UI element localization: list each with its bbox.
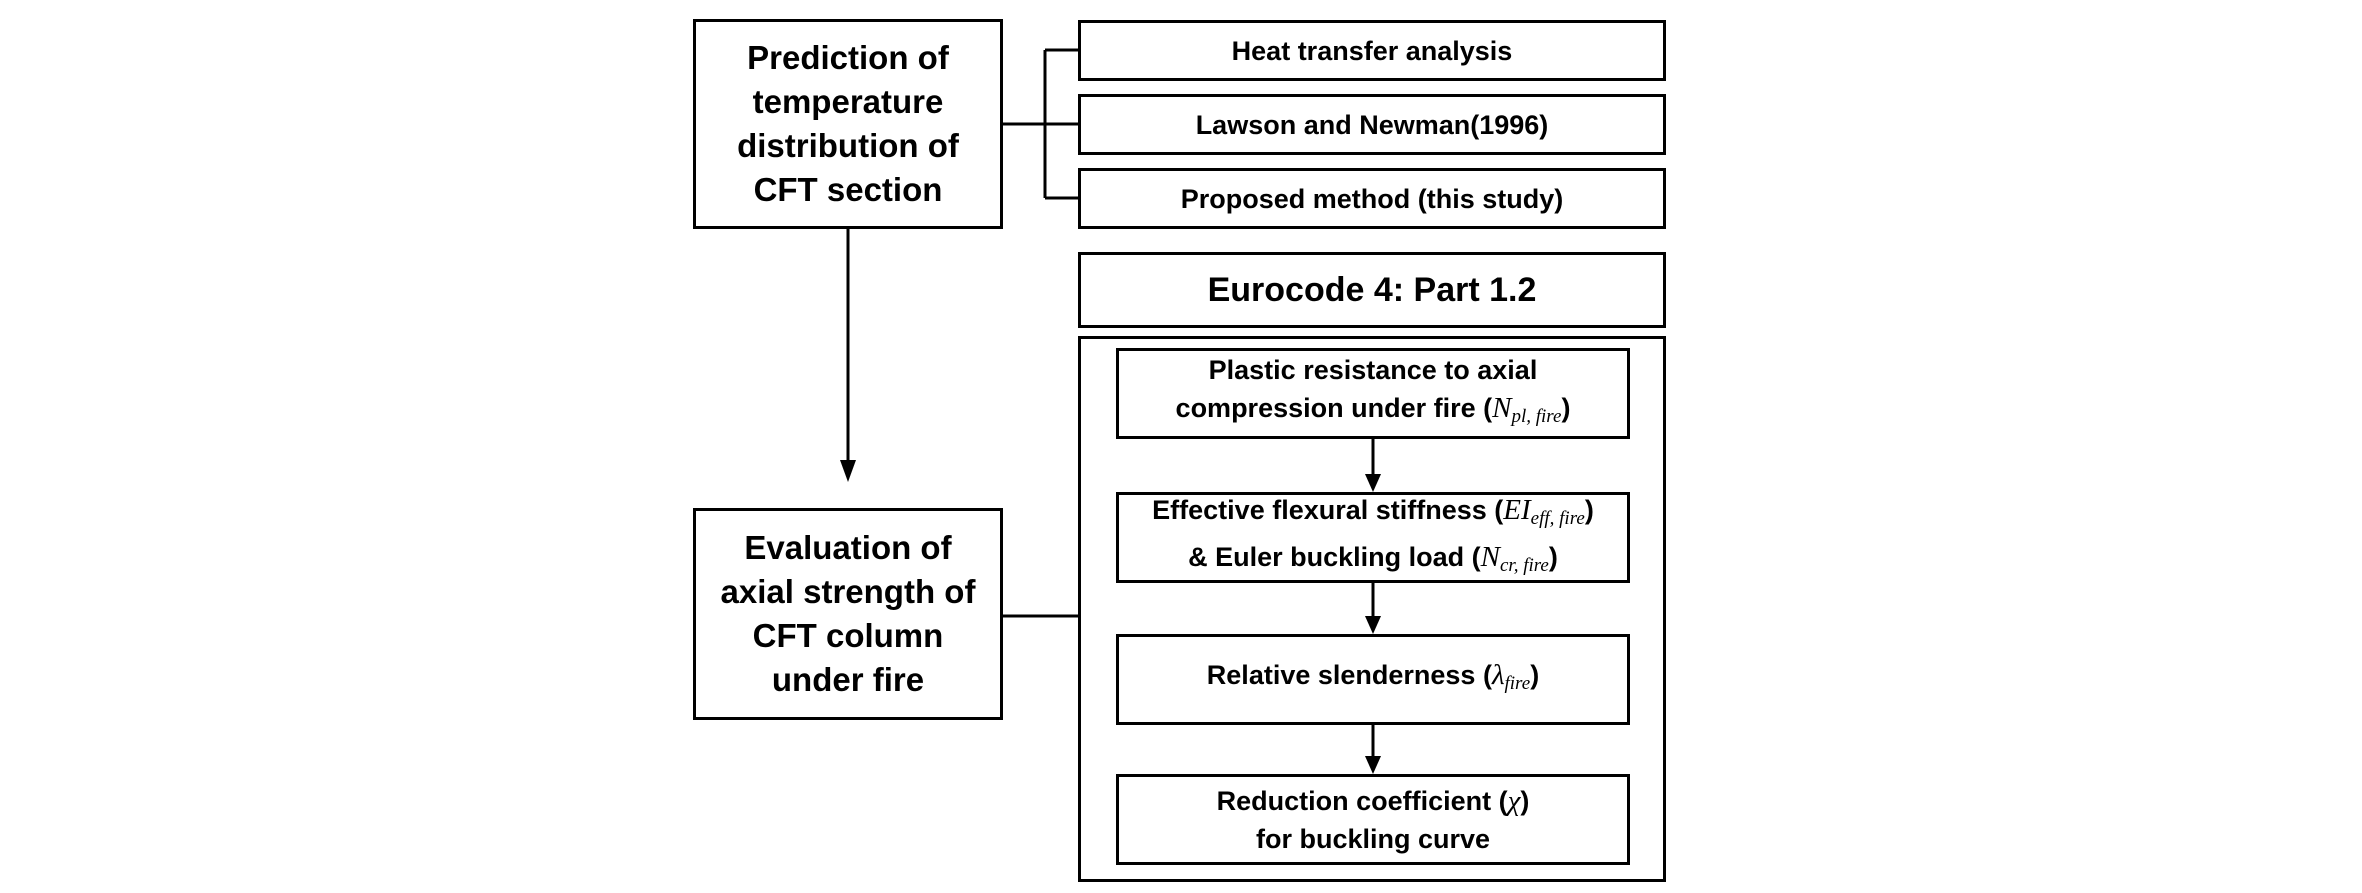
relative-slenderness-line: Relative slenderness (λfire) bbox=[1207, 656, 1539, 703]
flexural-stiffness-box: Effective flexural stiffness (EIeff, fir… bbox=[1116, 492, 1630, 583]
npl-fire-base: N bbox=[1492, 392, 1512, 424]
reduction-coefficient-suffix: ) bbox=[1520, 785, 1530, 816]
method-lawson-newman-box: Lawson and Newman(1996) bbox=[1078, 94, 1666, 155]
reduction-coefficient-line-2: for buckling curve bbox=[1255, 823, 1491, 854]
prediction-line-3: distribution of bbox=[737, 127, 959, 164]
euler-buckling-prefix: & Euler buckling load ( bbox=[1188, 541, 1481, 572]
reduction-coefficient-box: Reduction coefficient (χ) for buckling c… bbox=[1116, 774, 1630, 865]
npl-fire-subscript: pl, fire bbox=[1511, 406, 1562, 427]
relative-slenderness-box: Relative slenderness (λfire) bbox=[1116, 634, 1630, 725]
relative-slenderness-prefix: Relative slenderness ( bbox=[1206, 660, 1492, 690]
method-proposed-label: Proposed method (this study) bbox=[1180, 183, 1564, 214]
plastic-resistance-box: Plastic resistance to axial compression … bbox=[1116, 348, 1630, 439]
lambda-fire-symbol: λfire bbox=[1491, 659, 1531, 694]
lambda-fire-base: λ bbox=[1491, 659, 1505, 691]
evaluation-line-3: CFT column bbox=[752, 617, 944, 654]
step3-to-step4-arrowhead bbox=[1365, 756, 1381, 774]
method-heat-transfer-box: Heat transfer analysis bbox=[1078, 20, 1666, 81]
plastic-resistance-prefix: compression under fire ( bbox=[1175, 393, 1493, 423]
ncr-fire-base: N bbox=[1480, 540, 1500, 573]
plastic-resistance-line-1: Plastic resistance to axial bbox=[1208, 355, 1538, 385]
method-heat-transfer-label: Heat transfer analysis bbox=[1231, 35, 1513, 66]
evaluation-box: Evaluation of axial strength of CFT colu… bbox=[693, 508, 1003, 720]
ncr-fire-symbol: Ncr, fire bbox=[1480, 540, 1549, 576]
method-lawson-newman-label: Lawson and Newman(1996) bbox=[1195, 109, 1549, 140]
ei-eff-fire-subscript: eff, fire bbox=[1530, 507, 1585, 529]
prediction-to-evaluation-arrowhead bbox=[840, 460, 856, 482]
relative-slenderness-suffix: ) bbox=[1530, 660, 1540, 690]
ei-eff-fire-base: EI bbox=[1503, 493, 1531, 526]
reduction-coefficient-line-1: Reduction coefficient (χ) bbox=[1217, 782, 1530, 820]
eurocode-title: Eurocode 4: Part 1.2 bbox=[1207, 270, 1537, 309]
step1-to-step2-arrowhead bbox=[1365, 474, 1381, 492]
eurocode-title-box: Eurocode 4: Part 1.2 bbox=[1078, 252, 1666, 328]
lambda-fire-subscript: fire bbox=[1504, 673, 1531, 694]
evaluation-line-1: Evaluation of bbox=[744, 529, 952, 566]
euler-buckling-line: & Euler buckling load (Ncr, fire) bbox=[1152, 538, 1594, 585]
evaluation-line-2: axial strength of bbox=[720, 573, 976, 610]
npl-fire-symbol: Npl, fire bbox=[1492, 392, 1562, 427]
ei-eff-fire-symbol: EIeff, fire bbox=[1503, 493, 1585, 529]
flexural-stiffness-line-1: Effective flexural stiffness (EIeff, fir… bbox=[1152, 491, 1594, 538]
prediction-box: Prediction of temperature distribution o… bbox=[693, 19, 1003, 229]
plastic-resistance-suffix: ) bbox=[1561, 393, 1571, 423]
prediction-line-4: CFT section bbox=[753, 171, 943, 208]
step2-to-step3-arrowhead bbox=[1365, 616, 1381, 634]
plastic-resistance-line-2: compression under fire (Npl, fire) bbox=[1176, 389, 1571, 436]
reduction-coefficient-prefix: Reduction coefficient ( bbox=[1216, 785, 1508, 816]
eurocode-procedure-panel bbox=[1078, 336, 1666, 882]
flexural-stiffness-suffix: ) bbox=[1584, 494, 1594, 525]
ncr-fire-subscript: cr, fire bbox=[1499, 554, 1549, 576]
chi-symbol: χ bbox=[1507, 784, 1521, 817]
prediction-line-1: Prediction of bbox=[747, 39, 949, 76]
evaluation-line-4: under fire bbox=[771, 661, 925, 698]
euler-buckling-suffix: ) bbox=[1548, 541, 1558, 572]
method-proposed-box: Proposed method (this study) bbox=[1078, 168, 1666, 229]
flexural-stiffness-prefix: Effective flexural stiffness ( bbox=[1152, 494, 1504, 525]
prediction-line-2: temperature bbox=[752, 83, 944, 120]
